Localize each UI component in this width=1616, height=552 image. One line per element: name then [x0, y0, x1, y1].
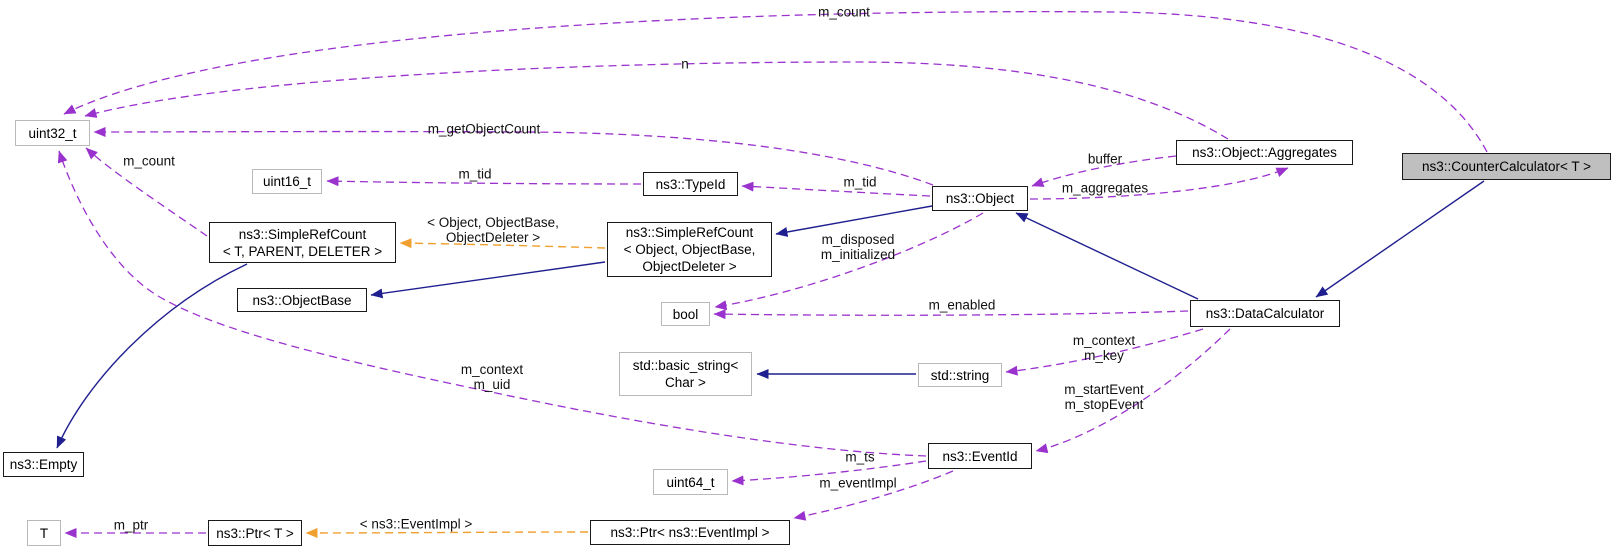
- edge-label-template-object-objectbase-objectdeleter: < Object, ObjectBase, ObjectDeleter >: [427, 215, 559, 245]
- node-t: T: [27, 520, 61, 546]
- edge-label-m-context-m-uid: m_context m_uid: [460, 362, 524, 392]
- node-ns3-ptr-t[interactable]: ns3::Ptr< T >: [208, 520, 302, 546]
- node-uint32-t: uint32_t: [15, 120, 90, 146]
- node-ns3-eventid[interactable]: ns3::EventId: [928, 443, 1032, 469]
- edge-label-m-count-top: m_count: [818, 4, 870, 20]
- edge-label-m-ptr: m_ptr: [113, 517, 149, 533]
- edge-m-ts-eventid-to-uint64: [731, 460, 927, 486]
- edge-template-ptr-instantiation: [305, 527, 589, 538]
- edge-label-m-tid-left: m_tid: [458, 166, 492, 182]
- node-std-string: std::string: [918, 363, 1002, 387]
- node-uint16-t: uint16_t: [252, 169, 322, 194]
- edge-m-disposed-object-to-bool: [714, 212, 984, 311]
- edge-label-template-ns3-eventimpl: < ns3::EventImpl >: [359, 516, 473, 532]
- node-ns3-object-aggregates[interactable]: ns3::Object::Aggregates: [1176, 140, 1353, 165]
- edge-m-startevent-datacalculator-to-eventid: [1035, 328, 1231, 454]
- edge-label-m-enabled: m_enabled: [928, 297, 996, 313]
- edge-label-buffer: buffer: [1087, 151, 1123, 167]
- edge-label-m-count-simplerefcount: m_count: [123, 153, 175, 169]
- edge-label-n: n: [681, 56, 689, 72]
- edge-label-m-getobjectcount: m_getObjectCount: [427, 121, 541, 137]
- node-ns3-ptr-eventimpl[interactable]: ns3::Ptr< ns3::EventImpl >: [590, 520, 790, 545]
- edge-m-aggregates-object-to-aggregates: [1029, 167, 1289, 200]
- edge-label-m-aggregates: m_aggregates: [1061, 180, 1149, 196]
- edge-m-enabled-datacalculator-to-bool: [713, 309, 1189, 320]
- node-ns3-simplerefcount-object[interactable]: ns3::SimpleRefCount < Object, ObjectBase…: [607, 222, 772, 277]
- node-ns3-simplerefcount-t-parent-deleter[interactable]: ns3::SimpleRefCount < T, PARENT, DELETER…: [209, 222, 396, 263]
- edge-m-tid-typeid-to-uint16: [326, 176, 642, 187]
- edge-m-getobjectcount-object-to-uint32: [93, 126, 934, 186]
- edge-label-m-eventimpl: m_eventImpl: [819, 475, 897, 491]
- edge-label-m-startevent-m-stopevent: m_startEvent m_stopEvent: [1064, 382, 1144, 412]
- edge-inherit-simplerefcount-to-empty: [56, 263, 248, 449]
- edge-buffer-aggregates-to-object: [1031, 155, 1177, 187]
- node-ns3-typeid[interactable]: ns3::TypeId: [643, 172, 738, 196]
- edge-label-m-context-m-key: m_context m_key: [1072, 333, 1136, 363]
- edge-n-aggregates-to-uint32: [84, 61, 1229, 140]
- edge-label-m-ts: m_ts: [845, 449, 875, 465]
- edge-m-count-simplerefcount-to-uint32: [85, 147, 208, 237]
- node-ns3-objectbase[interactable]: ns3::ObjectBase: [237, 288, 367, 312]
- edge-m-count-counter-to-uint32: [63, 11, 1488, 153]
- edge-m-context-key-datacalculator-to-string: [1005, 328, 1204, 376]
- node-ns3-datacalculator[interactable]: ns3::DataCalculator: [1190, 300, 1340, 327]
- node-std-basic-string: std::basic_string< Char >: [619, 352, 752, 396]
- node-ns3-empty[interactable]: ns3::Empty: [3, 452, 84, 477]
- edge-inherit-object-to-simplerefcount: [775, 205, 933, 237]
- edge-m-context-uid-eventid-to-uint32: [57, 150, 927, 457]
- edge-inherit-simplerefcount-to-objectbase: [370, 261, 606, 299]
- node-ns3-countercalculator: ns3::CounterCalculator< T >: [1402, 153, 1611, 180]
- edge-label-m-tid-right: m_tid: [843, 174, 877, 190]
- node-uint64-t: uint64_t: [653, 469, 728, 495]
- edge-inherit-datacalculator-to-object: [1015, 212, 1199, 300]
- node-ns3-object[interactable]: ns3::Object: [932, 186, 1028, 211]
- edge-m-tid-object-to-typeid: [741, 181, 931, 197]
- edge-inherit-counter-to-datacalculator: [1315, 180, 1485, 298]
- node-bool: bool: [661, 302, 710, 326]
- edge-label-m-disposed-m-initialized: m_disposed m_initialized: [820, 232, 896, 262]
- edge-m-eventimpl-eventid-to-ptr: [793, 470, 954, 521]
